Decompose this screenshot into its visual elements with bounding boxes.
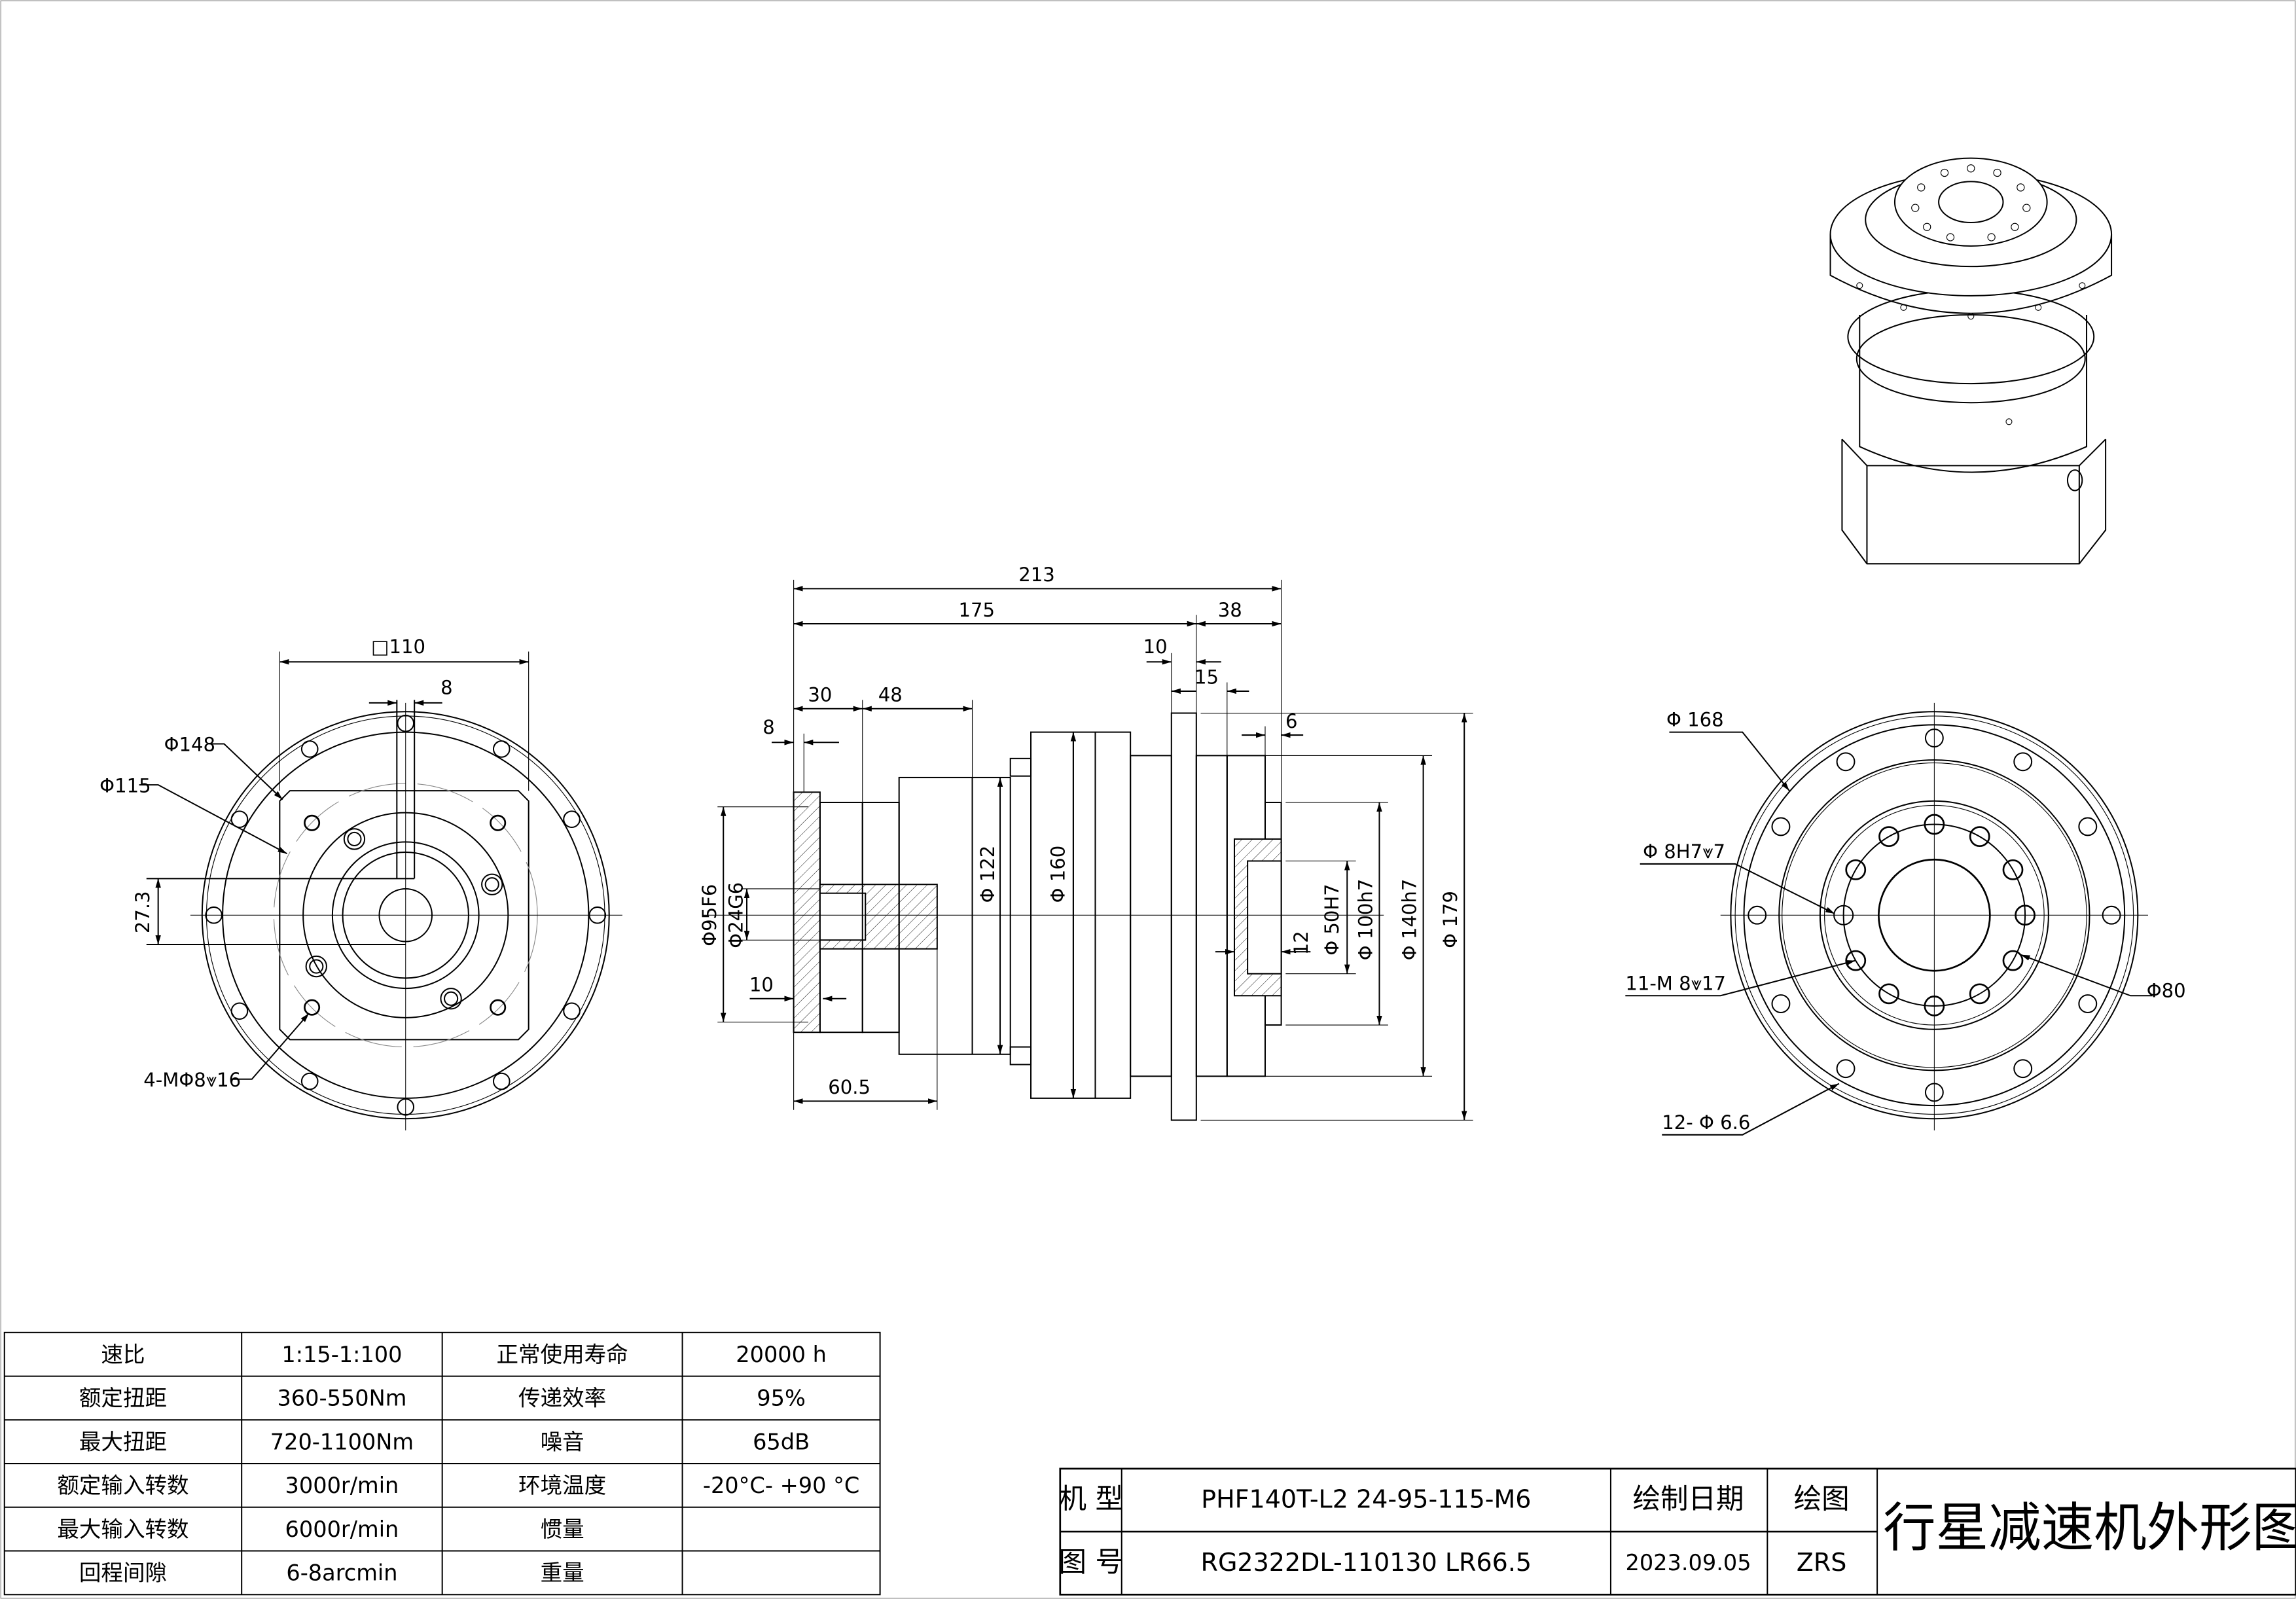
spec-value: 3000r/min <box>285 1473 399 1498</box>
dim-body-122: Φ 122 <box>977 846 999 903</box>
tapped-hole <box>1845 859 1867 880</box>
through-hole <box>2013 752 2033 772</box>
spec-value: 65dB <box>753 1429 810 1454</box>
through-hole <box>2013 1059 2033 1079</box>
spec-label: 额定输入转数 <box>57 1473 188 1498</box>
spec-value: 6-8arcmin <box>286 1560 397 1586</box>
through-hole <box>2078 817 2098 836</box>
spec-label: 重量 <box>541 1560 584 1586</box>
output-end-view: Φ 168 Φ 8H7⩔7 11-M 8⩔17 Φ80 12- Φ 6.6 <box>1625 702 2186 1136</box>
spec-label: 额定扭距 <box>79 1386 167 1411</box>
flange-hole <box>300 740 319 758</box>
drawer-label: 绘图 <box>1794 1484 1850 1516</box>
through-hole <box>1771 994 1791 1014</box>
through-hole <box>1836 752 1856 772</box>
drawing-no-value: RG2322DL-110130 LR66.5 <box>1201 1548 1532 1577</box>
flange-hole <box>230 1002 249 1020</box>
dim-key-height: 27.3 <box>132 891 154 933</box>
flange-hole <box>563 810 581 829</box>
dim-through-holes: 12- Φ 6.6 <box>1662 1111 1750 1134</box>
spec-value: -20°C- +90 °C <box>703 1473 859 1498</box>
dim-lip-8: 8 <box>762 716 775 738</box>
spec-label: 环境温度 <box>518 1473 606 1498</box>
tapped-hole <box>2002 950 2024 971</box>
spec-label: 最大扭距 <box>79 1429 167 1454</box>
dim-square-110: □110 <box>371 636 425 658</box>
dim-recess-6: 6 <box>1285 710 1298 732</box>
through-hole <box>1771 817 1791 836</box>
dim-output-bore-50: Φ 50H7 <box>1321 884 1343 956</box>
dim-flange-179: Φ 179 <box>1439 891 1462 948</box>
dim-pilot-100: Φ 100h7 <box>1354 879 1376 961</box>
dim-pin-hole: Φ 8H7⩔7 <box>1643 840 1725 863</box>
dim-input-bore: Φ24G6 <box>725 882 747 948</box>
dim-output-38: 38 <box>1218 599 1242 621</box>
model-value: PHF140T-L2 24-95-115-M6 <box>1201 1485 1531 1514</box>
spec-label: 速比 <box>101 1342 145 1367</box>
dim-pilot-115: Φ115 <box>99 774 151 797</box>
input-end-view: □110 8 Φ148 Φ115 27.3 4-MΦ8⩔16 <box>99 636 622 1131</box>
spec-label: 传递效率 <box>518 1386 606 1411</box>
spec-label: 正常使用寿命 <box>496 1342 628 1367</box>
dim-bolt-circle-80: Φ80 <box>2147 980 2186 1002</box>
tapped-hole <box>1878 983 1899 1005</box>
through-hole <box>2078 994 2098 1014</box>
drawing-no-label: 图 号 <box>1058 1547 1123 1579</box>
dim-total-213: 213 <box>1018 564 1055 586</box>
isometric-view <box>1829 157 2113 565</box>
spec-label: 噪音 <box>541 1429 584 1454</box>
dim-tapped-holes: 11-M 8⩔17 <box>1625 972 1726 994</box>
spec-label: 惯量 <box>541 1517 584 1542</box>
flange-hole <box>300 1072 319 1090</box>
tapped-hole <box>2002 859 2024 880</box>
dim-outer-168: Φ 168 <box>1666 709 1724 731</box>
dim-body-160: Φ 160 <box>1047 846 1069 903</box>
flange-hole <box>563 1002 581 1020</box>
through-hole <box>1836 1059 1856 1079</box>
drawing-title: 行星减速机外形图 <box>1883 1497 2296 1558</box>
model-label: 机 型 <box>1058 1484 1123 1516</box>
dim-flange-148: Φ148 <box>164 734 215 756</box>
spec-label: 回程间隙 <box>79 1560 167 1586</box>
spec-label: 最大输入转数 <box>57 1517 188 1542</box>
date-label: 绘制日期 <box>1633 1484 1744 1516</box>
spec-value: 6000r/min <box>285 1517 399 1542</box>
dim-depth-60-5: 60.5 <box>828 1076 870 1098</box>
dim-key-width: 8 <box>440 676 453 698</box>
date-value: 2023.09.05 <box>1625 1550 1751 1575</box>
spec-value: 20000 h <box>736 1342 827 1367</box>
dim-mount-holes: 4-MΦ8⩔16 <box>143 1069 241 1091</box>
spec-value: 360-550Nm <box>277 1386 406 1411</box>
dim-step-15: 15 <box>1194 666 1219 689</box>
drawer-value: ZRS <box>1797 1548 1847 1577</box>
dim-input-pilot: Φ95F6 <box>698 884 721 946</box>
dim-depth-12: 12 <box>1290 931 1312 955</box>
side-section-view: 213 175 38 10 15 6 30 48 8 10 60.5 <box>698 564 1473 1121</box>
tapped-hole <box>1969 983 1990 1005</box>
spec-value: 95% <box>757 1386 806 1411</box>
spec-value: 720-1100Nm <box>270 1429 414 1454</box>
flange-hole <box>492 1072 511 1090</box>
dim-coupling-10: 10 <box>749 974 774 996</box>
flange-hole <box>230 810 249 829</box>
tapped-hole <box>1969 826 1990 847</box>
spec-value: 1:15-1:100 <box>281 1342 402 1367</box>
dim-flange-10: 10 <box>1143 636 1168 658</box>
dim-adapter-48: 48 <box>878 684 903 706</box>
tapped-hole <box>1878 826 1899 847</box>
dim-body-175: 175 <box>958 599 995 621</box>
dim-input-30: 30 <box>808 684 832 706</box>
title-block: 机 型 PHF140T-L2 24-95-115-M6 图 号 RG2322DL… <box>1058 1467 2296 1596</box>
spec-table: 速比 1:15-1:100 正常使用寿命 20000 h 额定扭距 360-550Nm 传递… <box>3 1331 881 1596</box>
flange-hole <box>492 740 511 758</box>
dim-pilot-140: Φ 140h7 <box>1398 879 1420 961</box>
